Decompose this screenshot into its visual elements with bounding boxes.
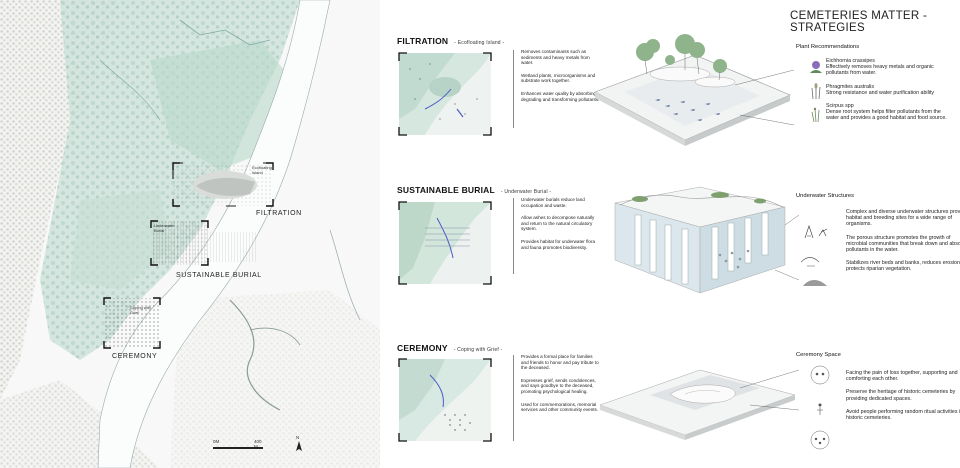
structures-heading: Underwater Structures xyxy=(796,193,854,199)
ceremony-bullet-3: Used for commemorations, memorial servic… xyxy=(521,401,599,413)
ceremony-detail-map xyxy=(398,358,492,442)
ceremony-space-list: Facing the pain of loss together, suppor… xyxy=(846,370,960,428)
scale-light xyxy=(238,447,263,449)
structures-wildlife-icons xyxy=(800,225,828,286)
plant-1-name: Eichhornia crassipes xyxy=(826,58,875,64)
scirpus-plant-icon xyxy=(811,107,820,122)
ceremony-title: CEREMONY - Coping with Grief - xyxy=(397,343,502,353)
burial-title: SUSTAINABLE BURIAL - Underwater Burial - xyxy=(397,185,551,195)
structures-list: Complex and diverse underwater structure… xyxy=(846,209,960,280)
scale-dark xyxy=(213,447,238,449)
ceremony-space-3: Avoid people performing random ritual ac… xyxy=(846,408,960,422)
burial-axonometric xyxy=(614,186,800,294)
ceremony-space-2: Preserve the heritage of historic cemete… xyxy=(846,389,956,402)
phragmites-plant-icon xyxy=(811,83,821,99)
box-label-burial: Underwater Burial xyxy=(154,223,175,233)
north-arrow: N xyxy=(295,435,303,452)
ceremony-space-heading: Ceremony Space xyxy=(796,352,841,358)
box-label-filtration: Ecofloating Island xyxy=(252,165,272,175)
map-label-ceremony: CEREMONY xyxy=(112,353,158,360)
plant-2-name: Phragmites australis xyxy=(826,83,874,90)
north-label: N xyxy=(296,435,300,440)
filtration-axonometric xyxy=(594,34,795,146)
ceremony-subtitle: - Coping with Grief - xyxy=(453,347,503,353)
burial-title-text: SUSTAINABLE BURIAL xyxy=(397,185,495,195)
burial-bullet-1: Underwater burials reduce land occupatio… xyxy=(521,197,585,208)
eichhornia-plant-icon xyxy=(810,61,822,73)
burial-bracket xyxy=(513,198,514,274)
structure-1: Complex and diverse underwater structure… xyxy=(846,209,960,228)
north-arrow-icon xyxy=(296,441,302,451)
map-label-filtration: FILTRATION xyxy=(256,210,302,217)
filtration-title-text: FILTRATION xyxy=(397,36,449,46)
ceremony-space-1: Facing the pain of loss together, suppor… xyxy=(846,370,958,383)
structure-3: Stabilizes river beds and banks, reduces… xyxy=(846,260,960,273)
ceremony-bullets: Provides a formal place for families and… xyxy=(521,354,601,420)
scale-bar: 0M 400 M xyxy=(213,439,263,450)
filtration-bullet-2: Wetland plants, microorganisms and subst… xyxy=(521,72,596,84)
ceremony-title-text: CEREMONY xyxy=(397,343,448,353)
filtration-subtitle: - Ecofloating Island - xyxy=(454,40,505,46)
plant-3-desc: Dense root system helps filter pollutant… xyxy=(826,109,947,122)
filtration-detail-map xyxy=(398,52,492,136)
plant-2-desc: Strong resistance and water purification… xyxy=(826,89,935,96)
site-map xyxy=(0,0,380,468)
burial-bullets: Underwater burials reduce land occupatio… xyxy=(521,197,601,257)
page-title: CEMETERIES MATTER - STRATEGIES xyxy=(790,10,928,34)
burial-subtitle: - Underwater Burial - xyxy=(500,189,552,195)
burial-bullet-2: Allow ashes to decompose naturally and r… xyxy=(521,215,595,232)
ceremony-axonometric xyxy=(599,369,800,440)
ceremony-bullet-1: Provides a formal place for families and… xyxy=(521,354,599,371)
filtration-bullet-1: Removes contaminants such as sediments a… xyxy=(521,49,590,66)
map-label-burial: SUSTAINABLE BURIAL xyxy=(176,272,262,279)
filtration-bracket xyxy=(513,50,514,128)
scale-end: 400 M xyxy=(254,439,262,448)
filtration-bullets: Removes contaminants such as sediments a… xyxy=(521,49,601,109)
ceremony-bracket xyxy=(513,355,514,441)
burial-detail-map xyxy=(398,201,492,285)
scale-start: 0M xyxy=(213,439,220,444)
ceremony-people-icons xyxy=(810,365,830,450)
ceremony-bullet-2: Expresses grief, sends condolences, and … xyxy=(521,377,596,394)
plants-heading: Plant Recommendations xyxy=(796,44,860,50)
structure-2: The porous structure promotes the growth… xyxy=(846,234,960,254)
filtration-bullet-3: Enhances water quality by absorbing, deg… xyxy=(521,90,600,102)
box-label-ceremony: Coping with Grief xyxy=(130,305,151,315)
burial-bullet-3: Provides habitat for underwater flora an… xyxy=(521,238,596,250)
filtration-title: FILTRATION - Ecofloating Island - xyxy=(397,36,504,46)
plant-1-desc: Effectively removes heavy metals and org… xyxy=(826,64,934,77)
plant-3-name: Scirpus spp xyxy=(826,103,854,110)
